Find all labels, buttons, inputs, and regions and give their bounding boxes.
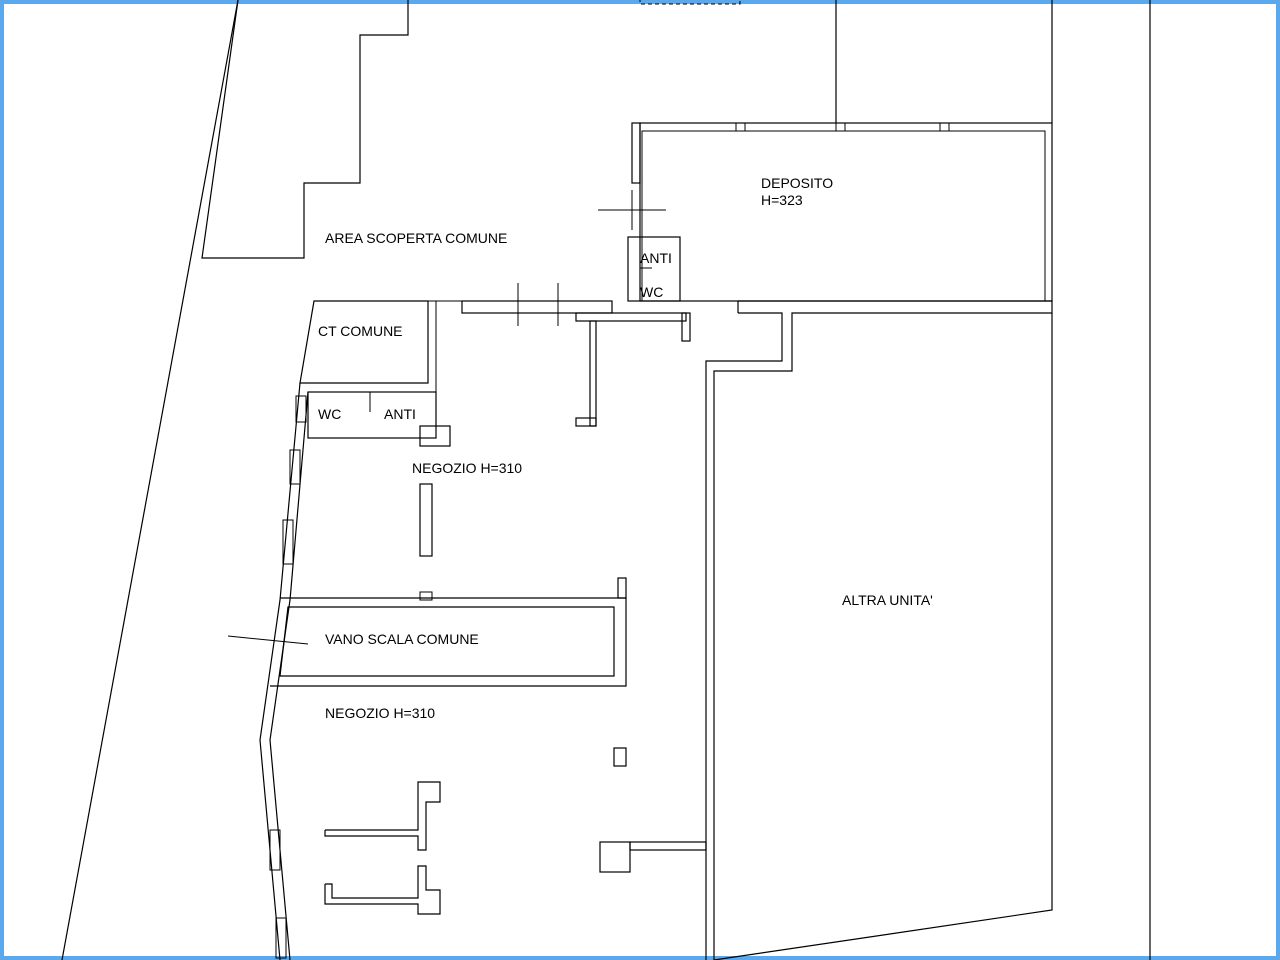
boundary-left-outer — [61, 0, 239, 960]
dashed-element-top — [639, 0, 741, 5]
label-wc-left: WC — [318, 406, 341, 422]
vano-scala-door — [419, 591, 433, 601]
column-lower-a — [613, 747, 627, 767]
label-deposito-height: H=323 — [761, 192, 803, 208]
window-left-4 — [269, 829, 281, 871]
corridor-wall-top — [713, 300, 1053, 960]
vano-scala-leader — [227, 635, 309, 645]
partition-vertical — [589, 320, 597, 427]
corridor-wall-inner — [705, 312, 783, 960]
label-altra-unita: ALTRA UNITA' — [842, 592, 933, 608]
label-area-scoperta: AREA SCOPERTA COMUNE — [325, 230, 507, 246]
shelf-lower — [324, 865, 441, 915]
deposito-wall-inner — [641, 130, 1046, 302]
label-anti-left: ANTI — [384, 406, 416, 422]
label-wc-top: WC — [640, 284, 663, 300]
partition-foot — [575, 417, 597, 427]
wall-segment-b — [575, 312, 687, 322]
anti-wc-upper-room — [627, 236, 681, 302]
vano-scala-post — [617, 577, 627, 599]
label-deposito: DEPOSITO — [761, 175, 833, 191]
stepped-outline — [201, 0, 409, 259]
wall-thick-a — [631, 122, 641, 184]
label-vano-scala: VANO SCALA COMUNE — [325, 631, 479, 647]
label-negozio-lower: NEGOZIO H=310 — [325, 705, 435, 721]
window-left-1 — [295, 395, 307, 423]
vano-scala-room — [279, 606, 615, 677]
ct-comune-room — [299, 300, 429, 384]
wall-segment-c — [681, 312, 691, 342]
column-small — [419, 425, 451, 447]
altra-unita-boundary — [713, 313, 1053, 960]
facade-wall — [461, 300, 613, 314]
window-left-5 — [275, 917, 287, 959]
label-negozio-upper: NEGOZIO H=310 — [412, 460, 522, 476]
label-ct-comune: CT COMUNE — [318, 323, 403, 339]
beam-lower — [629, 841, 707, 851]
deposito-wall — [639, 122, 1053, 302]
label-anti-top: ANTI — [640, 250, 672, 266]
shelf-upper — [324, 781, 441, 851]
window-left-3 — [282, 519, 294, 565]
wc-anti-left-room — [307, 391, 437, 439]
window-left-2 — [289, 449, 301, 485]
partition-negozio — [419, 483, 433, 557]
vano-scala-wall-outer — [270, 597, 627, 687]
column-lower-b — [599, 841, 631, 873]
